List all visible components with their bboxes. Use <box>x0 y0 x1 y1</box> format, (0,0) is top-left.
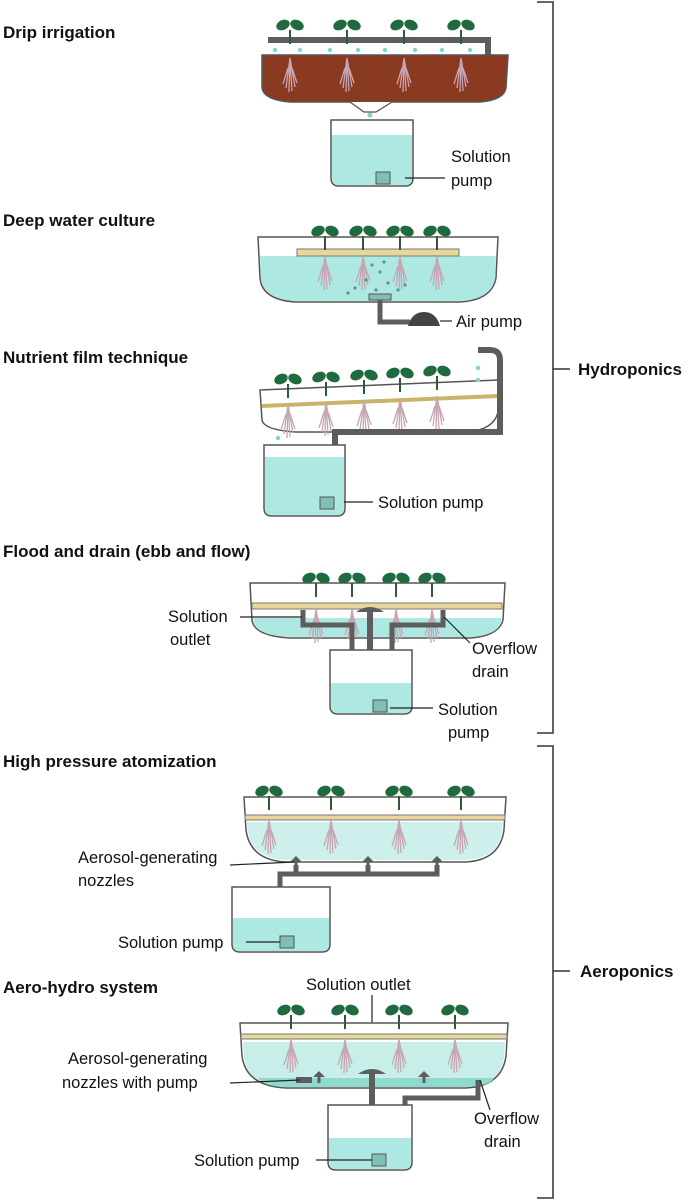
nft-return-pipe <box>332 347 503 503</box>
nft-pump <box>319 496 335 510</box>
ebb-pump <box>372 699 388 713</box>
flood-and-drain-section: Flood and drain (ebb and flow) Solution … <box>3 542 537 742</box>
aeroponics-bracket: Aeroponics <box>537 745 674 1199</box>
label-outlet: outlet <box>170 631 211 649</box>
ebb-outlet-cap <box>356 607 384 612</box>
label-drain: drain <box>472 663 509 681</box>
air-stone <box>368 293 392 301</box>
label-aerosol-generating-2: Aerosol-generating <box>68 1050 207 1068</box>
section-title-flood-and-drain: Flood and drain (ebb and flow) <box>3 542 250 561</box>
hpa-pump <box>279 935 295 949</box>
deep-water-culture-section: Deep water culture Air pump <box>3 211 522 331</box>
aero-hydro-mist <box>243 1042 505 1087</box>
label-solution-pump-aero-hydro: Solution pump <box>194 1152 300 1170</box>
nft-film <box>261 394 499 408</box>
ebb-solution <box>253 618 502 637</box>
label-nozzles: nozzles <box>78 872 134 890</box>
aero-hydro-nozzle-pumps <box>296 1071 430 1083</box>
aero-hydro-pump <box>371 1153 387 1167</box>
air-tube <box>377 300 410 325</box>
label-pump-ebb: pump <box>448 724 489 742</box>
drip-solution <box>332 135 412 185</box>
high-pressure-atomization-section: High pressure atomization Aerosol-genera… <box>3 752 507 953</box>
section-title-nutrient-film-technique: Nutrient film technique <box>3 348 188 367</box>
aero-hydro-outlet-cap <box>358 1069 386 1074</box>
ebb-reservoir-solution <box>331 683 411 713</box>
hpa-mist <box>247 822 503 860</box>
label-air-pump: Air pump <box>456 313 522 331</box>
label-overflow-2: Overflow <box>474 1110 539 1128</box>
drip-irrigation-section: Drip irrigation Solution pump <box>3 16 511 190</box>
air-pump <box>408 312 440 326</box>
group-label-aeroponics: Aeroponics <box>580 962 674 981</box>
section-title-aero-hydro-system: Aero-hydro system <box>3 978 158 997</box>
label-solution-outlet: Solution outlet <box>306 976 411 994</box>
label-solution: Solution <box>451 148 511 166</box>
label-solution-ebb-outlet: Solution <box>168 608 228 626</box>
air-bubbles <box>346 260 407 295</box>
label-aerosol-generating: Aerosol-generating <box>78 849 217 867</box>
label-solution-ebb-pump: Solution <box>438 701 498 719</box>
hpa-lid <box>244 814 506 821</box>
section-title-deep-water-culture: Deep water culture <box>3 211 155 230</box>
soil-tray <box>261 54 509 103</box>
label-overflow: Overflow <box>472 640 537 658</box>
hpa-solution <box>233 918 329 951</box>
aero-hydro-system-section: Aero-hydro system Solution outlet Aeroso… <box>3 976 539 1171</box>
label-nozzles-with-pump: nozzles with pump <box>62 1074 198 1092</box>
label-drain-2: drain <box>484 1133 521 1151</box>
label-solution-pump-nft: Solution pump <box>378 494 484 512</box>
aero-hydro-reservoir-solution <box>329 1138 411 1169</box>
drip-pump <box>375 171 391 185</box>
section-title-high-pressure-atomization: High pressure atomization <box>3 752 216 771</box>
group-label-hydroponics: Hydroponics <box>578 360 682 379</box>
aero-hydro-lid <box>240 1033 508 1040</box>
section-title-drip-irrigation: Drip irrigation <box>3 23 115 42</box>
nutrient-film-technique-section: Nutrient film technique Solution pump <box>3 347 503 517</box>
label-pump: pump <box>451 172 492 190</box>
hydroponics-bracket: Hydroponics <box>537 1 682 734</box>
dwc-raft <box>296 248 460 257</box>
ebb-plank <box>251 602 503 610</box>
aero-hydro-solution-layer <box>258 1078 494 1087</box>
label-solution-pump-hpa: Solution pump <box>118 934 224 952</box>
drain-funnel <box>349 101 393 113</box>
